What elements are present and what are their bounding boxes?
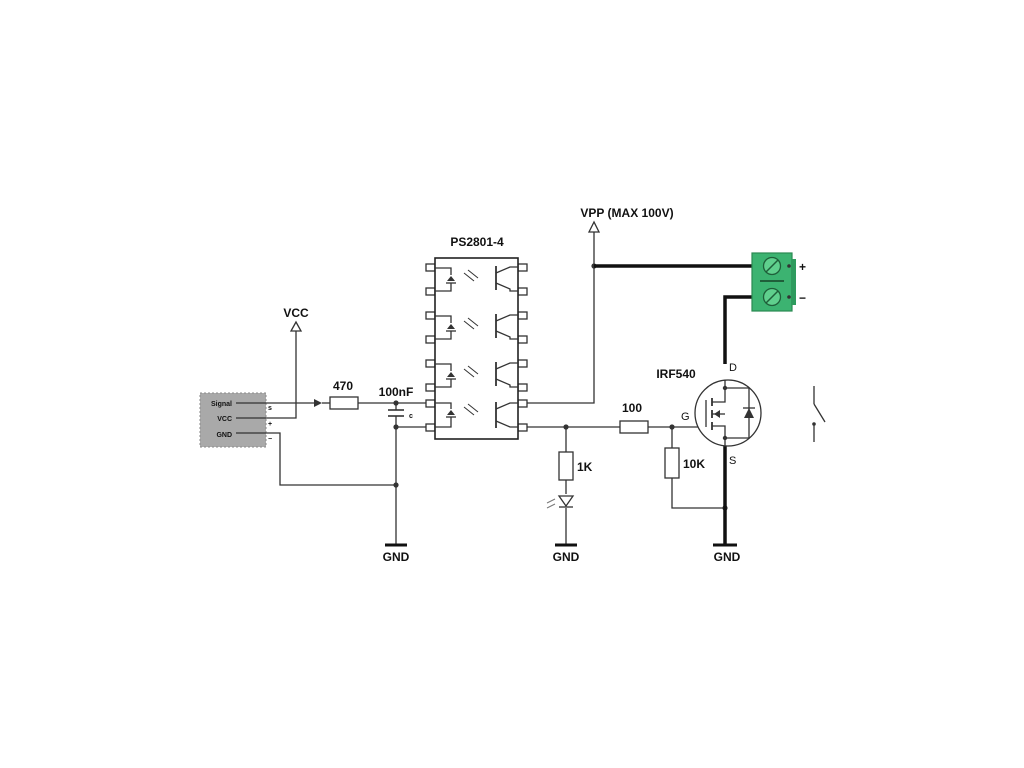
resistor-100-label: 100 xyxy=(622,401,642,415)
ic-pin xyxy=(425,287,436,296)
input-connector: Signal VCC GND s + − xyxy=(199,392,272,448)
ic-pin xyxy=(517,263,528,272)
ground-symbol: GND xyxy=(713,543,741,564)
led-icon xyxy=(447,324,455,329)
power-wire-drain xyxy=(723,295,752,364)
ic-pin xyxy=(517,287,528,296)
ic-label: PS2801-4 xyxy=(450,235,504,249)
ic-pin xyxy=(425,311,436,320)
ic-pin xyxy=(517,335,528,344)
resistor-body xyxy=(329,396,359,410)
ic-pin xyxy=(425,263,436,272)
connector-pin-minus: − xyxy=(268,436,272,443)
mosfet-source-label: S xyxy=(729,455,736,467)
wire-vcc xyxy=(266,331,297,419)
connector-signal-label: Signal xyxy=(211,401,232,408)
opto-channel xyxy=(435,266,518,292)
led-icon xyxy=(447,372,455,377)
resistor-470: 470 xyxy=(329,379,359,410)
ic-body xyxy=(434,257,519,440)
ic-pin xyxy=(425,359,436,368)
wire-collector-vpp xyxy=(527,266,595,404)
connector-pin-s: s xyxy=(268,405,272,412)
vpp-label: VPP (MAX 100V) xyxy=(580,206,673,220)
opto-channel xyxy=(435,314,518,340)
mosfet-irf540: IRF540 D G S xyxy=(656,362,762,467)
gnd-label: GND xyxy=(383,550,410,564)
connector-pin-plus: + xyxy=(268,421,272,428)
junction-dot xyxy=(393,482,399,488)
resistor-body xyxy=(558,451,574,481)
mosfet-drain-label: D xyxy=(729,362,737,374)
resistor-1k-label: 1K xyxy=(577,460,593,474)
power-wires xyxy=(594,264,752,544)
vcc-label: VCC xyxy=(283,306,309,320)
junction-dot xyxy=(393,424,399,430)
ground-symbol: GND xyxy=(383,543,410,564)
junction-dot xyxy=(669,424,675,430)
resistor-470-label: 470 xyxy=(333,379,353,393)
led-icon xyxy=(447,410,455,415)
capacitor-100nf: 100nF c xyxy=(379,385,414,420)
capacitor-tag: c xyxy=(409,413,413,420)
led-icon xyxy=(557,495,575,508)
vcc-arrow xyxy=(289,320,303,332)
ic-pin xyxy=(517,311,528,320)
gnd-label: GND xyxy=(553,550,580,564)
mosfet-gate-label: G xyxy=(681,411,690,423)
indicator-led xyxy=(546,495,575,509)
ic-pin xyxy=(517,383,528,392)
vcc-symbol: VCC xyxy=(283,306,309,332)
resistor-body xyxy=(619,420,649,434)
capacitor-label: 100nF xyxy=(379,385,414,399)
ic-pin xyxy=(425,383,436,392)
mosfet-arrow-icon xyxy=(714,410,720,418)
wires xyxy=(266,232,728,545)
opto-channel xyxy=(435,362,518,388)
terminal-block: + − xyxy=(751,252,806,312)
mosfet-label: IRF540 xyxy=(656,367,696,381)
connector-vcc-label: VCC xyxy=(217,416,232,423)
ic-pin xyxy=(517,359,528,368)
resistor-body xyxy=(664,447,680,479)
connector-body xyxy=(199,392,267,448)
resistor-10k-label: 10K xyxy=(683,457,705,471)
body-diode-icon xyxy=(744,408,754,418)
opto-channel xyxy=(435,402,518,428)
junction-dot xyxy=(563,424,569,430)
ic-pin xyxy=(425,423,436,432)
wire-pulldown xyxy=(671,478,725,509)
signal-arrow-icon xyxy=(314,399,322,407)
ic-pin xyxy=(517,423,528,432)
ic-pin xyxy=(425,335,436,344)
terminal-plus-label: + xyxy=(799,260,806,274)
optocoupler-ic: PS2801-4 xyxy=(425,235,528,440)
wire-gnd-in xyxy=(266,432,396,486)
gnd-label: GND xyxy=(714,550,741,564)
resistor-100: 100 xyxy=(619,401,649,434)
ground-symbol: GND xyxy=(553,543,580,564)
switch-symbol xyxy=(812,386,826,442)
connector-gnd-label: GND xyxy=(216,432,232,439)
vpp-arrow xyxy=(587,220,601,233)
led-icon xyxy=(447,276,455,281)
vpp-symbol: VPP (MAX 100V) xyxy=(580,206,674,233)
resistor-1k: 1K xyxy=(558,451,593,481)
ic-pin xyxy=(517,399,528,408)
junction-dot xyxy=(393,400,399,406)
ic-pin xyxy=(425,399,436,408)
resistor-10k: 10K xyxy=(664,447,705,479)
terminal-minus-label: − xyxy=(799,291,806,305)
